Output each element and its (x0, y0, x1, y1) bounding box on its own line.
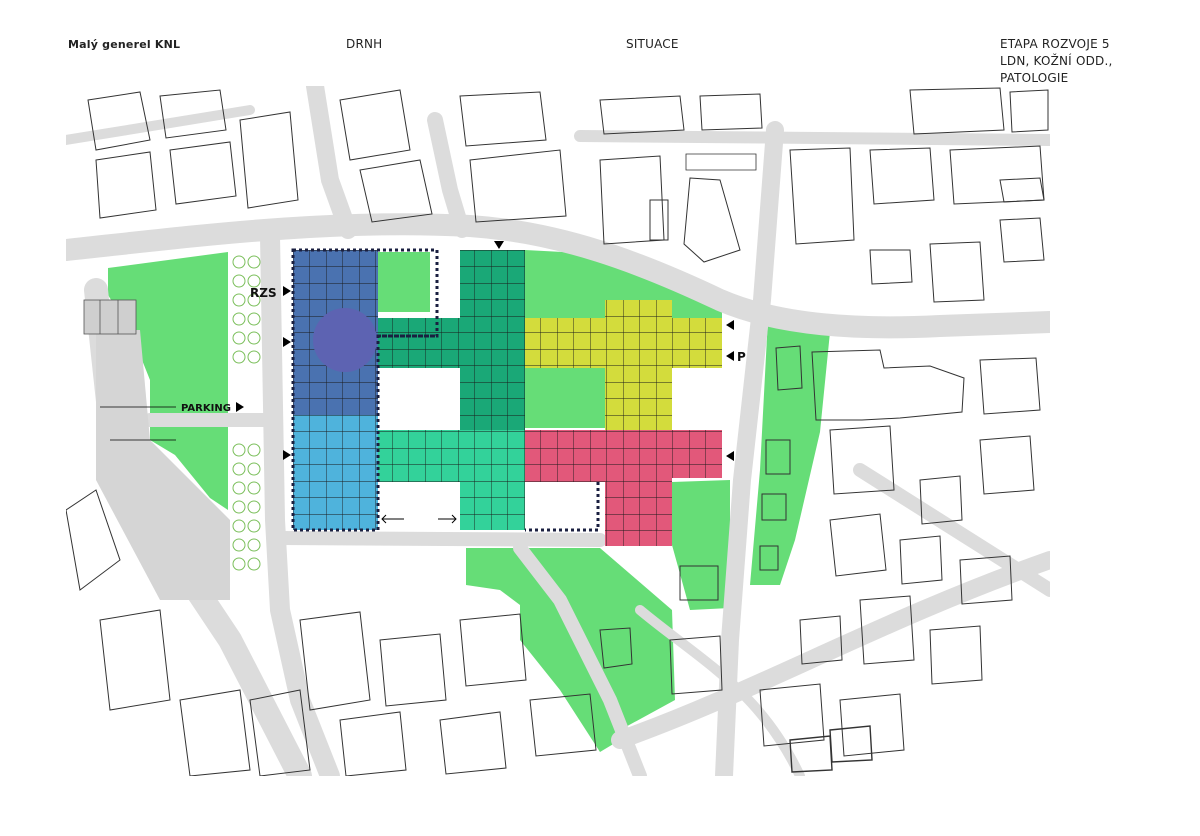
tree-circle (232, 443, 246, 457)
arrow-east-1 (726, 320, 734, 330)
leader-lines (100, 406, 176, 441)
stage-line-3: PATOLOGIE (1000, 71, 1069, 85)
tree-circle (247, 255, 261, 269)
internal-arrows (381, 514, 457, 524)
tree-circle (232, 519, 246, 533)
tree-circle (247, 500, 261, 514)
trees-layer (232, 255, 261, 571)
green-area-court-2 (525, 368, 605, 428)
tree-circle (232, 557, 246, 571)
tree-circle (232, 481, 246, 495)
arrow-parking (236, 402, 244, 412)
tree-circle (232, 331, 246, 345)
tree-circle (247, 538, 261, 552)
tree-circle (232, 293, 246, 307)
tree-circle (247, 331, 261, 345)
road-north-west (66, 105, 255, 145)
tree-circle (232, 500, 246, 514)
tree-circle (247, 519, 261, 533)
tree-circle (247, 312, 261, 326)
road-north-1 (306, 86, 357, 239)
arrow-west-2 (283, 450, 291, 460)
road-north-east (574, 130, 1050, 146)
green-area-court-1 (378, 252, 430, 312)
tree-circle (232, 350, 246, 364)
tree-circle (247, 557, 261, 571)
road-south-lane (635, 605, 805, 776)
road-north-2 (427, 112, 470, 238)
road-southeast (611, 551, 1050, 749)
arrow-north (494, 241, 504, 249)
label-p: P (737, 350, 746, 364)
tree-circle (232, 255, 246, 269)
access-arrows (236, 241, 734, 461)
tree-circle (232, 538, 246, 552)
tree-circle (247, 481, 261, 495)
arrow-west-1 (283, 337, 291, 347)
green-area-west (108, 252, 228, 510)
road-main-north (66, 213, 1050, 339)
arrow-east-2 (726, 451, 734, 461)
header-stage: ETAPA ROZVOJE 5 LDN, KOŽNÍ ODD., PATOLOG… (1000, 36, 1160, 87)
road-east-branch (853, 463, 1050, 597)
tree-circle (247, 274, 261, 288)
tree-circle (232, 312, 246, 326)
project-title: Malý generel KNL (68, 38, 181, 51)
tree-circle (232, 274, 246, 288)
tree-circle (247, 462, 261, 476)
roads-layer (66, 86, 1050, 776)
stage-line-2: LDN, KOŽNÍ ODD., (1000, 54, 1113, 68)
zone-purple-circle (313, 308, 377, 372)
tree-circle (247, 293, 261, 307)
tree-circle (247, 443, 261, 457)
road-campus-south (273, 531, 607, 547)
stage-boundary (291, 248, 600, 532)
green-area-north (525, 250, 722, 318)
stage-line-1: ETAPA ROZVOJE 5 (1000, 37, 1110, 51)
grid-overlay (293, 250, 722, 546)
buildings-layer (66, 87, 1049, 776)
arrow-rzs (283, 286, 291, 296)
label-rzs: RZS (250, 286, 277, 300)
tree-circle (232, 462, 246, 476)
label-parking: PARKING (181, 403, 231, 414)
green-area-south-2 (520, 560, 620, 752)
green-area-east-small (672, 480, 730, 610)
header-drnh: DRNH (346, 37, 383, 51)
arrow-p (726, 351, 734, 361)
header-situace: SITUACE (626, 37, 679, 51)
parking-west (83, 299, 230, 600)
tree-circle (247, 350, 261, 364)
